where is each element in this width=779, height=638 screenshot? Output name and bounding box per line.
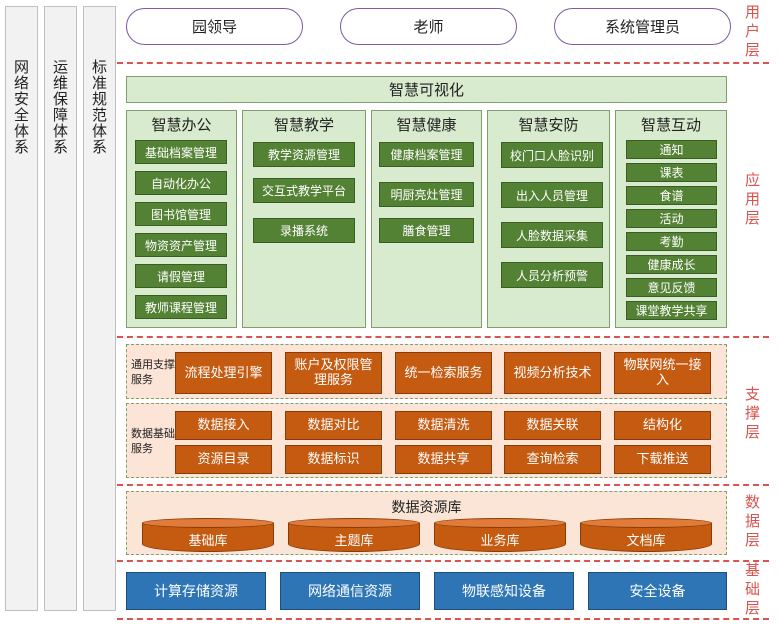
module-button: 出入人员管理 (501, 182, 603, 208)
data-foundation-label: 数据基础服务 (131, 427, 175, 455)
layer-separator (117, 336, 769, 338)
module-button: 教学资源管理 (253, 142, 355, 167)
data-service-button: 数据关联 (504, 411, 601, 440)
user-pill-park-leader: 园领导 (126, 8, 303, 45)
data-service-button: 查询检索 (504, 445, 601, 474)
infra-compute-storage: 计算存储资源 (126, 572, 266, 610)
ops-guarantee-label: 运维保障体系 (51, 59, 69, 155)
layer-separator (117, 560, 769, 562)
module-button: 膳食管理 (379, 218, 474, 243)
support-service-button: 流程处理引擎 (175, 352, 272, 394)
module-button: 人员分析预警 (501, 262, 603, 288)
data-service-button: 数据对比 (285, 411, 382, 440)
cylinder-top (434, 518, 566, 528)
data-service-button: 结构化 (614, 411, 711, 440)
network-security-label: 网络安全体系 (12, 59, 30, 155)
layer-separator (117, 618, 769, 620)
module-button: 基础档案管理 (135, 140, 227, 164)
database-cylinder: 基础库 (142, 518, 274, 552)
general-support-label: 通用支撑服务 (131, 358, 175, 386)
data-service-button: 下载推送 (614, 445, 711, 474)
support-service-button: 统一检索服务 (395, 352, 492, 394)
layer-separator (117, 62, 769, 64)
module-button: 教师课程管理 (135, 295, 227, 319)
module-button: 食谱 (626, 186, 717, 205)
module-button: 健康档案管理 (379, 142, 474, 167)
module-button: 活动 (626, 209, 717, 228)
module-button: 健康成长 (626, 255, 717, 274)
database-cylinder: 文档库 (580, 518, 712, 552)
infra-security-devices: 安全设备 (588, 572, 727, 610)
module-button: 明厨亮灶管理 (379, 182, 474, 207)
module-button: 通知 (626, 140, 717, 159)
data-service-button: 数据接入 (175, 411, 272, 440)
layer-label-data: 数据层 (743, 494, 761, 551)
module-button: 课表 (626, 163, 717, 182)
app-column-smart-security: 智慧安防 校门口人脸识别 出入人员管理 人脸数据采集 人员分析预警 (487, 110, 610, 328)
module-button: 物资资产管理 (135, 233, 227, 257)
data-service-button: 数据清洗 (395, 411, 492, 440)
layer-label-infrastructure: 基础层 (743, 562, 761, 619)
network-security-system: 网络安全体系 (5, 6, 38, 611)
data-foundation-services-box: 数据基础服务 数据接入 数据对比 数据清洗 数据关联 结构化 资源目录 数据标识… (126, 403, 727, 478)
module-button: 课堂教学共享 (626, 301, 717, 320)
user-pill-teacher: 老师 (340, 8, 517, 45)
user-pill-system-admin: 系统管理员 (554, 8, 731, 45)
data-resource-pool-box: 数据资源库 基础库 主题库 业务库 文档库 (126, 491, 727, 555)
data-resource-pool-title: 数据资源库 (391, 500, 462, 516)
module-button: 人脸数据采集 (501, 222, 603, 248)
support-service-button: 视频分析技术 (504, 352, 601, 394)
app-column-smart-office: 智慧办公 基础档案管理 自动化办公 图书馆管理 物资资产管理 请假管理 教师课程… (126, 110, 237, 328)
cylinder-top (288, 518, 420, 528)
standards-system: 标准规范体系 (83, 6, 116, 611)
ops-guarantee-system: 运维保障体系 (44, 6, 77, 611)
database-cylinder: 主题库 (288, 518, 420, 552)
cylinder-top (580, 518, 712, 528)
app-column-smart-health: 智慧健康 健康档案管理 明厨亮灶管理 膳食管理 (371, 110, 482, 328)
module-button: 考勤 (626, 232, 717, 251)
module-button: 交互式教学平台 (253, 178, 355, 203)
data-service-button: 资源目录 (175, 445, 272, 474)
smart-visualization-bar: 智慧可视化 (126, 76, 727, 103)
module-button: 意见反馈 (626, 278, 717, 297)
support-service-button: 账户及权限管理服务 (285, 352, 382, 394)
data-service-button: 数据标识 (285, 445, 382, 474)
data-service-button: 数据共享 (395, 445, 492, 474)
general-support-services-box: 通用支撑服务 流程处理引擎 账户及权限管理服务 统一检索服务 视频分析技术 物联… (126, 344, 727, 399)
database-cylinder: 业务库 (434, 518, 566, 552)
app-column-smart-teaching: 智慧教学 教学资源管理 交互式教学平台 录播系统 (242, 110, 366, 328)
column-title: 智慧办公 (151, 116, 212, 134)
infra-network-communication: 网络通信资源 (280, 572, 420, 610)
column-title: 智慧安防 (518, 116, 579, 134)
support-service-button: 物联网统一接入 (614, 352, 711, 394)
module-button: 图书馆管理 (135, 202, 227, 226)
infra-iot-sensing: 物联感知设备 (434, 572, 574, 610)
module-button: 校门口人脸识别 (501, 142, 603, 168)
layer-label-application: 应用层 (743, 172, 761, 229)
module-button: 录播系统 (253, 218, 355, 243)
layer-label-support: 支撑层 (743, 386, 761, 443)
module-button: 请假管理 (135, 264, 227, 288)
app-column-smart-interaction: 智慧互动 通知 课表 食谱 活动 考勤 健康成长 意见反馈 课堂教学共享 (615, 110, 727, 328)
layer-label-user: 用户层 (743, 4, 761, 61)
column-title: 智慧教学 (273, 116, 334, 134)
module-button: 自动化办公 (135, 171, 227, 195)
standards-label: 标准规范体系 (90, 59, 108, 155)
cylinder-top (142, 518, 274, 528)
column-title: 智慧健康 (396, 116, 457, 134)
layer-separator (117, 484, 769, 486)
column-title: 智慧互动 (640, 116, 701, 134)
